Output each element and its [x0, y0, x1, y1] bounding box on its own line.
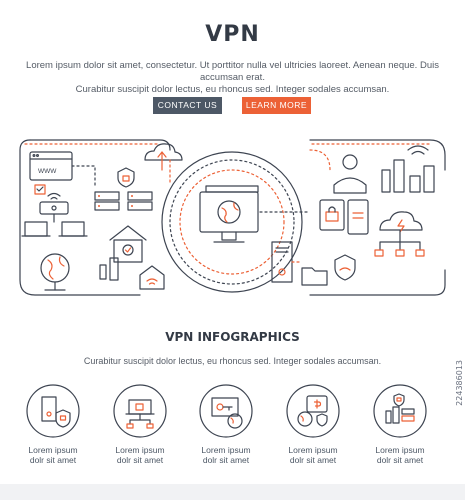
check-box-icon	[34, 184, 46, 195]
skyline-icon	[381, 145, 435, 193]
shield-lock-icon	[117, 167, 135, 188]
feature-label-line-2: dolr sit amet	[376, 455, 424, 465]
feature-label-line-2: dolr sit amet	[29, 455, 77, 465]
feature-label-line-2: dolr sit amet	[116, 455, 164, 465]
feature-item: Lorem ipsum dolr sit amet	[364, 383, 436, 465]
wallet-globe-icon	[286, 384, 340, 438]
city-server-icon	[373, 384, 427, 438]
feature-label: Lorem ipsum dolr sit amet	[104, 445, 176, 465]
intro-line-2: Curabitur suscipit dolor lectus, eu rhon…	[75, 84, 390, 95]
browser-window-icon	[29, 151, 73, 181]
contact-us-button[interactable]: CONTACT US	[153, 97, 222, 114]
vpn-hero-illustration: WWW	[19, 139, 446, 296]
learn-more-button[interactable]: LEARN MORE	[242, 97, 311, 114]
feature-label-line-1: Lorem ipsum	[115, 445, 165, 455]
frame-lines	[19, 139, 446, 296]
laptop-icon	[58, 221, 88, 237]
monitor-vpn-icon	[199, 185, 259, 243]
feature-item: Lorem ipsum dolr sit amet	[17, 383, 89, 465]
globe-icon	[40, 253, 70, 291]
house-check-icon	[109, 225, 147, 263]
house-wifi-icon	[139, 265, 165, 290]
cloud-network-icon	[374, 211, 425, 257]
intro-line-1: Lorem ipsum dolor sit amet, consectetur.…	[26, 60, 439, 83]
intro-text: Lorem ipsum dolor sit amet, consectetur.…	[20, 60, 445, 96]
feature-label-line-2: dolr sit amet	[289, 455, 337, 465]
feature-label: Lorem ipsum dolr sit amet	[17, 445, 89, 465]
feature-item: Lorem ipsum dolr sit amet	[190, 383, 262, 465]
lock-document-icon	[319, 199, 345, 231]
www-label: WWW	[38, 168, 57, 175]
feature-label-line-1: Lorem ipsum	[288, 445, 338, 455]
feature-label: Lorem ipsum dolr sit amet	[277, 445, 349, 465]
shield-icon	[334, 254, 356, 281]
page-title: VPN	[205, 22, 260, 47]
laptop-icon	[21, 221, 51, 237]
central-circles	[161, 151, 303, 293]
infographics-title: VPN INFOGRAPHICS	[165, 330, 300, 344]
folder-icon	[301, 267, 328, 286]
router-icon	[39, 192, 69, 223]
server-rack-icon	[94, 191, 120, 211]
feature-label-line-2: dolr sit amet	[202, 455, 250, 465]
feature-label: Lorem ipsum dolr sit amet	[364, 445, 436, 465]
connector-lines	[71, 149, 331, 263]
feature-label: Lorem ipsum dolr sit amet	[190, 445, 262, 465]
person-icon	[333, 154, 367, 194]
watermark-id: 224386013	[455, 360, 464, 406]
feature-item: Lorem ipsum dolr sit amet	[277, 383, 349, 465]
tablet-icon	[347, 199, 369, 235]
server-shield-icon	[26, 384, 80, 438]
infographics-text: Curabitur suscipit dolor lectus, eu rhon…	[83, 356, 382, 366]
feature-label-line-1: Lorem ipsum	[201, 445, 251, 455]
cloud-upload-icon	[144, 143, 183, 171]
server-rack-icon	[127, 191, 153, 211]
laptop-network-icon	[113, 384, 167, 438]
monitor-key-icon	[199, 384, 253, 438]
feature-label-line-1: Lorem ipsum	[375, 445, 425, 455]
bottom-strip	[0, 484, 465, 500]
feature-item: Lorem ipsum dolr sit amet	[104, 383, 176, 465]
feature-label-line-1: Lorem ipsum	[28, 445, 78, 455]
key-tower-icon	[99, 257, 119, 281]
